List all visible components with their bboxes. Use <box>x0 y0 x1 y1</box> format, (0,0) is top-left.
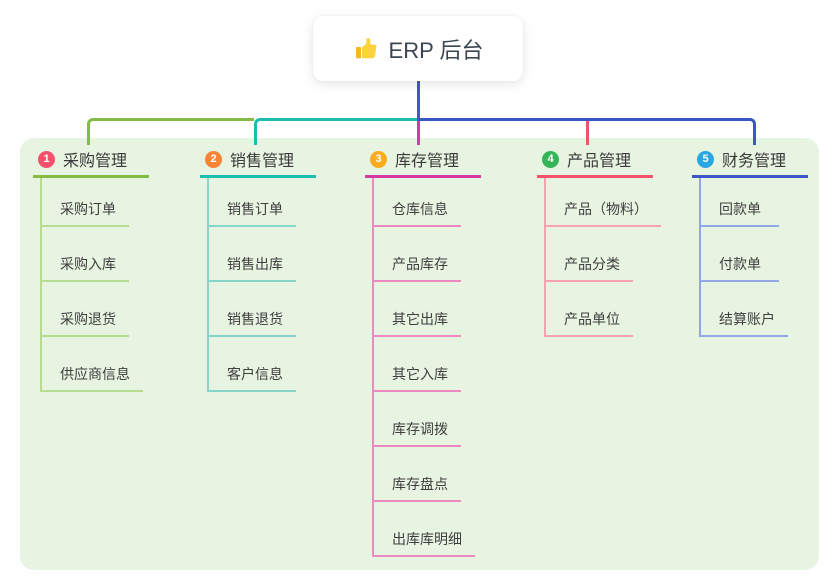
child-node-label: 结算账户 <box>719 311 775 327</box>
branch-label: 财务管理 <box>722 153 787 170</box>
child-node[interactable]: 产品库存 <box>374 227 461 282</box>
child-node-label: 出库库明细 <box>392 531 462 547</box>
child-node[interactable]: 产品单位 <box>546 282 633 337</box>
child-node[interactable]: 其它入库 <box>374 337 461 392</box>
branch-header-sales[interactable]: 2 销售管理 <box>200 147 316 178</box>
branch-finance: 5 财务管理 回款单付款单结算账户 <box>692 147 808 337</box>
child-node-label: 产品库存 <box>392 256 448 272</box>
branch-number-badge: 1 <box>38 150 55 168</box>
branch-inventory: 3 库存管理 仓库信息产品库存其它出库其它入库库存调拨库存盘点出库库明细 <box>365 147 481 557</box>
branch-number-badge: 5 <box>697 150 714 168</box>
child-node[interactable]: 采购入库 <box>42 227 129 282</box>
child-node-label: 库存调拨 <box>392 421 448 437</box>
branch-number-badge: 4 <box>542 150 559 168</box>
branch-children-purchase: 采购订单采购入库采购退货供应商信息 <box>40 178 143 392</box>
child-node[interactable]: 销售出库 <box>209 227 296 282</box>
branch-label: 库存管理 <box>395 153 460 170</box>
child-node[interactable]: 结算账户 <box>701 282 788 337</box>
branch-children-sales: 销售订单销售出库销售退货客户信息 <box>207 178 296 392</box>
child-node[interactable]: 产品分类 <box>546 227 633 282</box>
child-node[interactable]: 库存盘点 <box>374 447 461 502</box>
connector-purchase-line <box>87 118 254 145</box>
branch-label: 销售管理 <box>230 153 295 170</box>
child-node-label: 采购退货 <box>60 311 116 327</box>
branch-purchase: 1 采购管理 采购订单采购入库采购退货供应商信息 <box>33 147 149 392</box>
root-label: ERP 后台 <box>388 37 484 63</box>
child-node-label: 采购入库 <box>60 256 116 272</box>
branch-children-inventory: 仓库信息产品库存其它出库其它入库库存调拨库存盘点出库库明细 <box>372 178 475 557</box>
thumbs-up-icon <box>353 36 379 62</box>
child-node[interactable]: 采购订单 <box>42 178 129 227</box>
branch-children-product: 产品（物料） 产品分类产品单位 <box>544 178 661 337</box>
child-node-label: 仓库信息 <box>392 201 448 217</box>
branch-header-product[interactable]: 4 产品管理 <box>537 147 653 178</box>
child-node-label: 产品单位 <box>564 311 620 327</box>
child-node[interactable]: 客户信息 <box>209 337 296 392</box>
branch-label: 采购管理 <box>63 153 128 170</box>
branch-number-badge: 2 <box>205 150 222 168</box>
child-node-label: 客户信息 <box>227 366 283 382</box>
child-node-label: 付款单 <box>719 256 761 272</box>
child-node-label: 回款单 <box>719 201 761 217</box>
child-node[interactable]: 销售退货 <box>209 282 296 337</box>
child-node[interactable]: 仓库信息 <box>374 178 461 227</box>
connector-finance-line <box>417 118 756 145</box>
connector-product-line <box>586 121 589 145</box>
child-node[interactable]: 采购退货 <box>42 282 129 337</box>
child-node[interactable]: 回款单 <box>701 178 779 227</box>
connector-sales-line <box>254 118 420 145</box>
child-node[interactable]: 供应商信息 <box>42 337 143 392</box>
child-node-label: 产品（物料） <box>564 201 648 217</box>
branch-number-badge: 3 <box>370 150 387 168</box>
child-node-label: 库存盘点 <box>392 476 448 492</box>
child-node[interactable]: 付款单 <box>701 227 779 282</box>
branch-label: 产品管理 <box>567 153 632 170</box>
child-node-label: 供应商信息 <box>60 366 130 382</box>
child-node-label: 采购订单 <box>60 201 116 217</box>
child-node-label: 其它入库 <box>392 366 448 382</box>
branches-panel <box>20 138 819 570</box>
branch-children-finance: 回款单付款单结算账户 <box>699 178 788 337</box>
child-node[interactable]: 销售订单 <box>209 178 296 227</box>
branch-header-finance[interactable]: 5 财务管理 <box>692 147 808 178</box>
root-node[interactable]: ERP 后台 <box>313 16 523 81</box>
child-node[interactable]: 库存调拨 <box>374 392 461 447</box>
branch-product: 4 产品管理 产品（物料） 产品分类产品单位 <box>537 147 661 337</box>
root-stem-line <box>417 81 420 121</box>
connector-inventory-line <box>417 121 420 145</box>
branch-header-inventory[interactable]: 3 库存管理 <box>365 147 481 178</box>
branch-header-purchase[interactable]: 1 采购管理 <box>33 147 149 178</box>
branch-sales: 2 销售管理 销售订单销售出库销售退货客户信息 <box>200 147 316 392</box>
child-node-label: 其它出库 <box>392 311 448 327</box>
child-node-label: 销售出库 <box>227 256 283 272</box>
child-node[interactable]: 产品（物料） <box>546 178 661 227</box>
child-node-label: 销售退货 <box>227 311 283 327</box>
child-node-label: 销售订单 <box>227 201 283 217</box>
child-node-label: 产品分类 <box>564 256 620 272</box>
child-node[interactable]: 其它出库 <box>374 282 461 337</box>
child-node[interactable]: 出库库明细 <box>374 502 475 557</box>
